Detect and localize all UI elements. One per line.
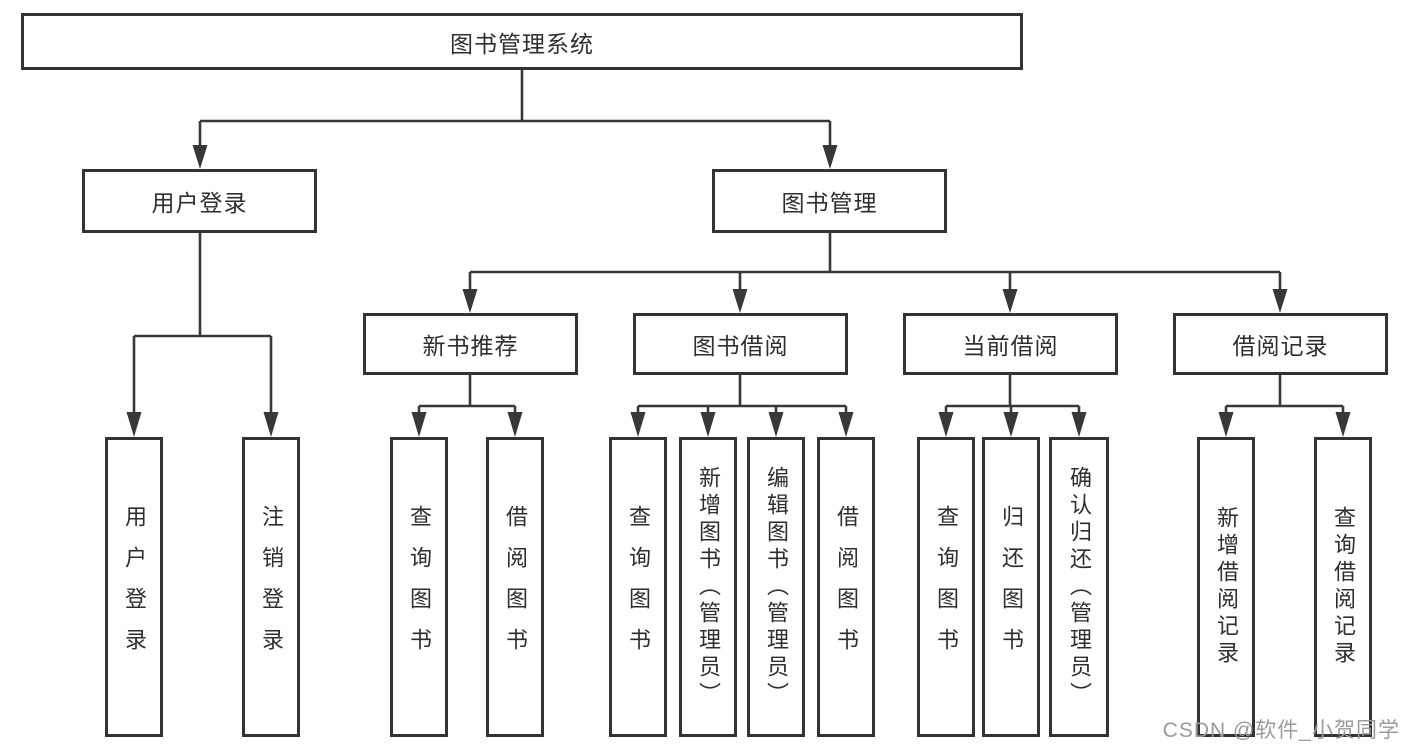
leaf-query-books: 查询图书 — [917, 437, 975, 737]
node-label: 图书借阅 — [692, 333, 789, 359]
leaf-label: 查询图书 — [934, 505, 959, 669]
node-label: 用户登录 — [151, 190, 248, 216]
leaf-add-books-admin: 新增图书（管理员） — [679, 437, 737, 737]
node-borrowing-records: 借阅记录 — [1173, 313, 1388, 375]
leaf-label: 编辑图书（管理员） — [764, 465, 789, 709]
node-book-management: 图书管理 — [712, 169, 947, 233]
leaf-query-books: 查询图书 — [390, 437, 448, 737]
node-user-login: 用户登录 — [82, 169, 317, 233]
node-current-borrowing: 当前借阅 — [903, 313, 1118, 375]
leaf-borrow-books: 借阅图书 — [817, 437, 875, 737]
leaf-logout: 注销登录 — [242, 437, 300, 737]
leaf-label: 新增借阅记录 — [1214, 506, 1239, 668]
node-label: 当前借阅 — [962, 333, 1059, 359]
leaf-add-borrow-record: 新增借阅记录 — [1197, 437, 1255, 737]
node-new-book-recommendation: 新书推荐 — [363, 313, 578, 375]
leaf-label: 查询图书 — [626, 505, 651, 669]
leaf-borrow-books: 借阅图书 — [486, 437, 544, 737]
leaf-label: 用户登录 — [122, 505, 147, 669]
leaf-user-login: 用户登录 — [105, 437, 163, 737]
leaf-label: 查询图书 — [407, 505, 432, 669]
node-label: 新书推荐 — [422, 333, 519, 359]
leaf-label: 确认归还（管理员） — [1067, 465, 1092, 709]
leaf-label: 注销登录 — [259, 505, 284, 669]
node-library-management-system: 图书管理系统 — [21, 13, 1023, 70]
leaf-query-borrow-record: 查询借阅记录 — [1314, 437, 1372, 737]
node-label: 图书管理系统 — [450, 30, 594, 57]
node-book-borrowing: 图书借阅 — [633, 313, 848, 375]
leaf-label: 归还图书 — [999, 505, 1024, 669]
leaf-label: 新增图书（管理员） — [696, 465, 721, 709]
leaf-return-books: 归还图书 — [982, 437, 1040, 737]
leaf-label: 查询借阅记录 — [1331, 506, 1356, 668]
leaf-confirm-return-admin: 确认归还（管理员） — [1049, 437, 1109, 737]
node-label: 图书管理 — [781, 190, 878, 216]
leaf-edit-books-admin: 编辑图书（管理员） — [747, 437, 805, 737]
node-label: 借阅记录 — [1232, 333, 1329, 359]
leaf-query-books: 查询图书 — [609, 437, 667, 737]
leaf-label: 借阅图书 — [834, 505, 859, 669]
leaf-label: 借阅图书 — [503, 505, 528, 669]
